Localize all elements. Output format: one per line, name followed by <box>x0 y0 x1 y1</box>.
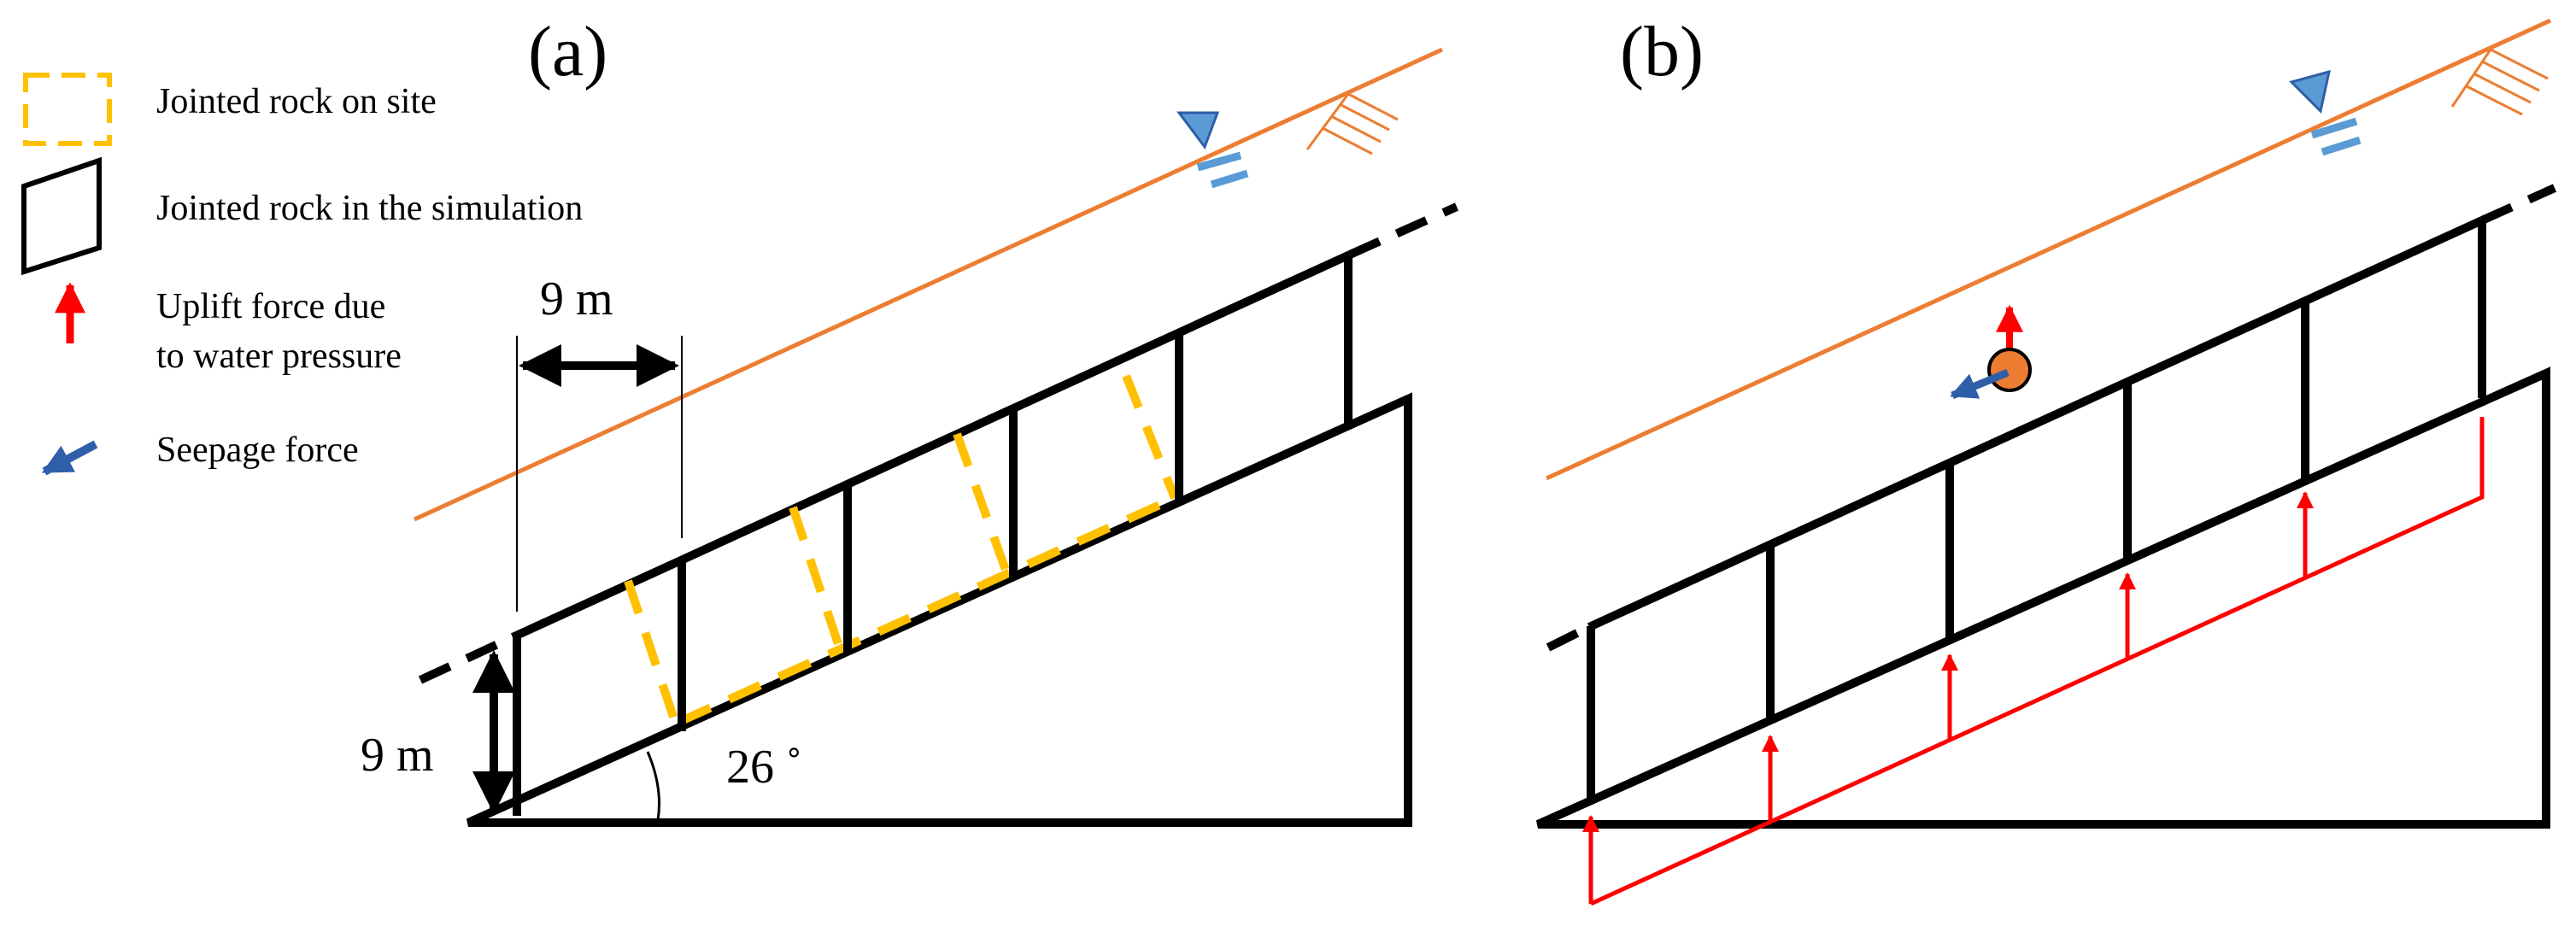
onsite-joint-lines <box>624 374 1179 726</box>
onsite-joint-line <box>1122 374 1179 500</box>
panel-b-label: (b) <box>1620 12 1704 91</box>
legend-item-simulation-joint: Jointed rock in the simulation <box>21 156 583 276</box>
width-dimension: 9 m <box>516 273 683 612</box>
slope-base-triangle-b <box>1535 366 2550 829</box>
angle-arc <box>646 751 660 821</box>
onsite-joint-line <box>677 494 1177 726</box>
water-level-triangle-icon <box>2289 69 2331 114</box>
rock-layer-top-dashed-left-a <box>418 633 515 684</box>
legend: Jointed rock on site Jointed rock in the… <box>21 73 583 476</box>
rock-layer-top-dashed-right-b <box>2479 184 2557 225</box>
onsite-joint-line <box>624 579 679 724</box>
legend-item-seepage: Seepage force <box>41 431 359 476</box>
width-dimension-label: 9 m <box>540 273 613 325</box>
water-level-bar <box>2310 117 2358 139</box>
rock-layer-top-edge-b <box>1587 216 2485 631</box>
uplift-pressure-line <box>1589 417 2485 906</box>
panel-a: (a) <box>361 12 1459 827</box>
water-table-line-b <box>1545 18 2552 481</box>
particle-forces <box>1950 304 2032 400</box>
simulation-joint-lines-a <box>513 256 1353 816</box>
rock-layer-top-dashed-right-a <box>1347 202 1459 259</box>
panel-b: (b) <box>1535 12 2557 906</box>
soil-particle-icon <box>1987 348 2032 392</box>
simulation-joint-lines-b <box>1587 220 2486 803</box>
ground-hatch-icon <box>2450 48 2549 116</box>
slope-angle: 26 ˚ <box>646 741 802 821</box>
height-dimension: 9 m <box>361 650 515 814</box>
rock-layer-top-dashed-left-b <box>1546 623 1592 652</box>
rock-layer-top-edge-a <box>510 250 1353 642</box>
legend-label-uplift-line2: to water pressure <box>156 337 402 376</box>
legend-label-seepage: Seepage force <box>156 431 359 470</box>
water-level-bar <box>2321 136 2362 156</box>
water-level-triangle-icon <box>1177 111 1220 150</box>
water-level-symbol-b <box>2289 69 2362 156</box>
legend-item-onsite-joint: Jointed rock on site <box>23 73 437 146</box>
water-level-bar <box>1196 151 1242 172</box>
particle-seepage-arrow <box>1950 368 2010 400</box>
onsite-joint-line <box>789 506 844 651</box>
water-level-symbol-a <box>1177 111 1249 189</box>
slope-angle-label: 26 ˚ <box>726 741 802 794</box>
legend-label-uplift-line1: Uplift force due <box>156 287 385 326</box>
blue-arrow-icon <box>41 440 98 476</box>
legend-label-onsite-joint: Jointed rock on site <box>156 82 437 121</box>
water-table-line-a <box>413 47 1444 522</box>
legend-label-simulation-joint: Jointed rock in the simulation <box>156 189 583 228</box>
yellow-dashed-square-icon <box>23 73 112 146</box>
panel-a-label: (a) <box>528 12 607 91</box>
black-parallelogram-icon <box>21 156 102 276</box>
onsite-joint-line <box>953 432 1011 574</box>
height-dimension-label: 9 m <box>361 729 434 782</box>
water-level-bar <box>1210 169 1249 189</box>
slope-base-triangle-a <box>466 392 1412 827</box>
uplift-force-system <box>1582 417 2485 906</box>
ground-hatch-icon <box>1306 92 1399 155</box>
legend-item-uplift: Uplift force due to water pressure <box>55 282 402 376</box>
